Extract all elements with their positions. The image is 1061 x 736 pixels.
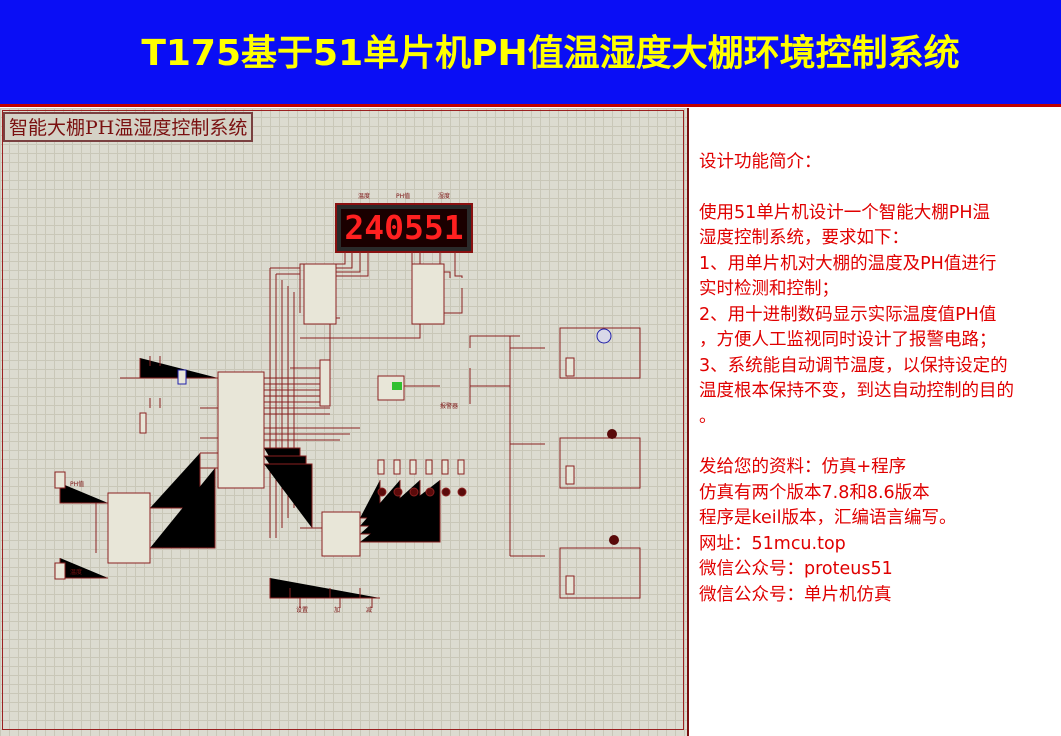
svg-text:报警器: 报警器 xyxy=(440,402,458,410)
info-line: 程序是keil版本，汇编语言编写。 xyxy=(699,508,957,528)
description-line: 3、系统能自动调节温度，以保持设定的 xyxy=(699,355,1008,376)
banner-title: T175基于51单片机PH值温湿度大棚环境控制系统 xyxy=(141,33,960,74)
description-line: 实时检测和控制； xyxy=(699,279,839,299)
display-label-ph: PH值 xyxy=(396,192,410,200)
description-line: 1、用单片机对大棚的温度及PH值进行 xyxy=(699,253,997,274)
ic-u3 xyxy=(303,263,337,325)
description-panel: 设计功能简介： 使用51单片机设计一个智能大棚PH温 湿度控制系统，要求如下： … xyxy=(699,150,1059,608)
svg-text:设置: 设置 xyxy=(296,606,308,614)
info-wechat: 微信公众号：proteus51 xyxy=(699,559,893,579)
svg-text:温度: 温度 xyxy=(70,568,82,576)
display-label-temp: 温度 xyxy=(358,192,370,200)
schematic-canvas[interactable]: 240551 温度 PH值 湿度 xyxy=(0,108,689,736)
circuit-diagram: 240551 温度 PH值 湿度 xyxy=(54,192,641,614)
description-line: 使用51单片机设计一个智能大棚PH温 xyxy=(699,202,990,223)
schematic-title: 智能大棚PH温湿度控制系统 xyxy=(3,112,254,142)
svg-text:减: 减 xyxy=(366,606,372,614)
divider xyxy=(0,104,1061,107)
display-label-hum: 湿度 xyxy=(438,192,450,200)
mcu-chip xyxy=(217,371,265,489)
banner: T175基于51单片机PH值温湿度大棚环境控制系统 xyxy=(0,0,1061,104)
adc-chip xyxy=(107,492,151,564)
svg-text:PH值: PH值 xyxy=(70,480,84,488)
description-line: 。 xyxy=(699,406,717,427)
svg-text:加: 加 xyxy=(334,606,340,614)
description-line: 湿度控制系统，要求如下： xyxy=(699,228,909,248)
seven-segment-display: 240551 xyxy=(335,203,473,253)
info-wechat: 微信公众号：单片机仿真 xyxy=(699,584,892,605)
info-website: 网址：51mcu.top xyxy=(699,533,846,554)
description-line: 温度根本保持不变，到达自动控制的目的 xyxy=(699,381,1014,401)
info-line: 仿真有两个版本7.8和8.6版本 xyxy=(699,482,930,503)
description-heading: 设计功能简介： xyxy=(699,152,822,172)
ic-u4 xyxy=(411,263,445,325)
schematic-border xyxy=(2,110,684,730)
display-digits: 240551 xyxy=(344,208,463,247)
description-line: ，方便人工监视同时设计了报警电路； xyxy=(699,330,997,350)
info-line: 发给您的资料：仿真+程序 xyxy=(699,457,907,477)
description-line: 2、用十进制数码显示实际温度值PH值 xyxy=(699,304,997,325)
